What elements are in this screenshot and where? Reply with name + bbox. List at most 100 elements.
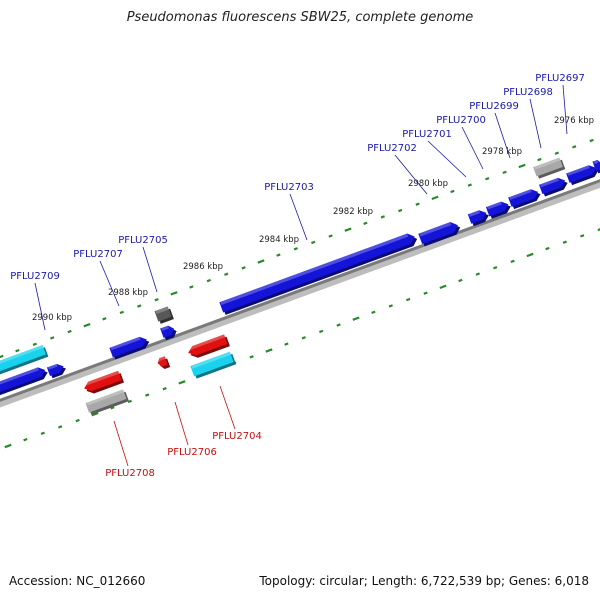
tick-mark: [545, 246, 550, 251]
feature-highlight: [155, 306, 169, 314]
tick-label: 2982 kbp: [333, 207, 373, 217]
feature-highlight: [187, 334, 226, 351]
tick-mark: [580, 234, 585, 238]
tick-label: 2986 kbp: [183, 262, 223, 272]
map-title: Pseudomonas fluorescens SBW25, complete …: [126, 10, 474, 25]
feature-highlight: [567, 165, 590, 176]
tick-mark: [352, 316, 360, 321]
label-leader: [562, 84, 568, 135]
feature-gray: [533, 157, 566, 179]
feature-blue: [467, 210, 489, 227]
tick-mark: [257, 259, 265, 264]
backbone: [0, 179, 600, 402]
feature-highlight: [0, 367, 39, 388]
tick-mark: [23, 437, 28, 442]
gene-label: PFLU2700: [436, 115, 486, 126]
feature-body: [467, 210, 487, 224]
label-leader: [142, 246, 158, 293]
tick-mark: [265, 348, 273, 353]
tick-mark: [127, 399, 132, 404]
gene-label: PFLU2704: [212, 431, 262, 442]
tick-mark: [328, 234, 333, 238]
tick-mark: [83, 322, 91, 328]
feature-red: [83, 370, 125, 394]
feature-highlight: [486, 201, 503, 210]
tick-mark: [284, 342, 289, 346]
gene-label: PFLU2707: [73, 249, 123, 260]
tick-mark: [241, 266, 246, 270]
tick-mark: [336, 323, 341, 327]
tick-label: 2984 kbp: [259, 235, 299, 245]
label-leader: [174, 401, 189, 446]
tick-mark: [589, 138, 594, 143]
label-leader: [529, 98, 542, 149]
feature-highlight: [157, 356, 166, 362]
tick-mark: [32, 342, 37, 346]
tick-mark: [398, 208, 403, 213]
feature-highlight: [191, 351, 231, 369]
tick-mark: [0, 354, 4, 359]
feature-red: [187, 334, 230, 358]
tick-mark: [450, 189, 455, 194]
gene-label: PFLU2705: [118, 235, 168, 246]
tick-mark: [67, 329, 72, 334]
feature-blue: [418, 222, 461, 247]
feature-body: [160, 325, 175, 338]
tick-mark: [162, 387, 167, 391]
tick-mark: [189, 285, 194, 289]
gene-label: PFLU2703: [264, 182, 314, 193]
feature-cyan: [190, 351, 237, 379]
gene-label: PFLU2702: [367, 143, 417, 154]
tick-mark: [293, 247, 298, 251]
feature-highlight: [419, 222, 452, 237]
label-leaders: [34, 84, 568, 467]
label-leader: [427, 140, 467, 178]
gene-label: PFLU2708: [105, 468, 155, 479]
tick-mark: [493, 266, 498, 270]
feature-body: [539, 177, 566, 195]
tick-mark: [485, 177, 490, 181]
tick-mark: [119, 310, 124, 315]
feature-highlight: [468, 210, 481, 217]
tick-mark: [75, 418, 80, 423]
feature-darkgray: [154, 306, 174, 324]
gene-labels: PFLU2709PFLU2707PFLU2705PFLU2703PFLU2702…: [10, 73, 585, 479]
feature-body: [109, 336, 147, 358]
feature-highlight: [83, 370, 120, 387]
tick-mark: [344, 227, 352, 232]
tick-mark: [475, 272, 480, 276]
feature-blue: [539, 177, 568, 197]
tick-mark: [50, 336, 55, 340]
feature-blue: [109, 336, 150, 360]
label-leader: [289, 193, 308, 241]
tick-mark: [178, 380, 186, 385]
feature-body: [418, 222, 458, 245]
feature-highlight: [540, 177, 559, 188]
feature-body: [0, 344, 46, 376]
feature-body: [485, 201, 509, 217]
feature-body: [508, 189, 539, 207]
tick-row-outer: [0, 138, 594, 359]
gene-label: PFLU2701: [402, 129, 452, 140]
tick-mark: [562, 240, 567, 244]
tick-mark: [311, 240, 316, 245]
tick-mark: [102, 317, 107, 321]
feature-body: [219, 233, 415, 313]
feature-blue: [508, 189, 541, 210]
tick-label: 2980 kbp: [408, 179, 448, 189]
feature-body: [84, 370, 122, 392]
feature-highlight: [534, 157, 561, 170]
tick-mark: [458, 278, 463, 283]
tick-mark: [301, 336, 306, 340]
tick-mark: [518, 163, 526, 169]
tick-mark: [137, 304, 142, 308]
tick-label: 2978 kbp: [482, 147, 522, 157]
tick-mark: [145, 393, 150, 397]
tick-mark: [554, 151, 559, 155]
tick-mark: [467, 183, 472, 187]
tick-row-inner: [4, 228, 600, 449]
feature-highlight: [509, 189, 532, 200]
tick-mark: [502, 170, 507, 175]
feature-blue: [219, 233, 418, 315]
